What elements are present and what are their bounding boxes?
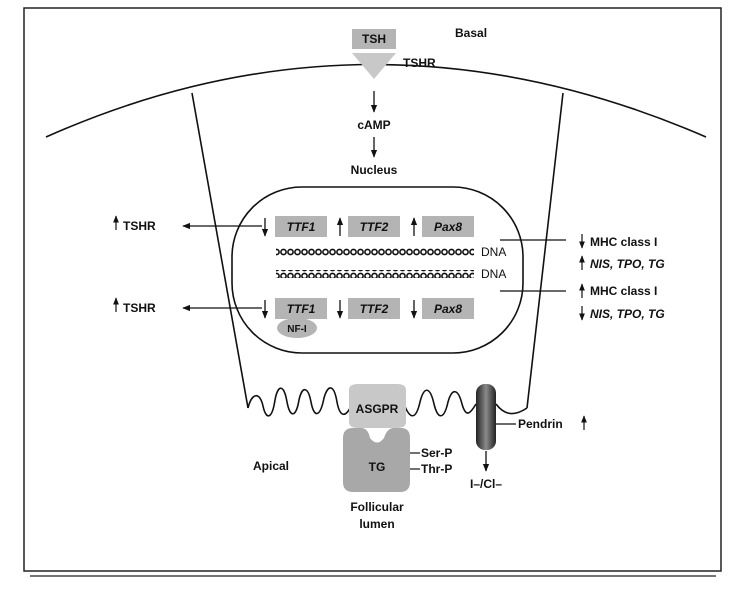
dna-strand-2 [276, 270, 474, 278]
dna-label-2: DNA [481, 267, 506, 281]
ser-p-label: Ser-P [421, 446, 452, 460]
thr-p-label: Thr-P [421, 462, 452, 476]
ion-label: I–/Cl– [470, 477, 502, 491]
ttf1-top-label: TTF1 [287, 220, 316, 234]
apical-membrane-left [248, 388, 352, 416]
tshr-upper-label: TSHR [123, 219, 156, 233]
lumen-label: lumen [359, 517, 394, 531]
tg-label: TG [369, 460, 386, 474]
dna-label-1: DNA [481, 245, 506, 259]
pax8-bottom-label: Pax8 [434, 302, 462, 316]
mhc-top-label: MHC class I [590, 235, 657, 249]
ttf2-top-label: TTF2 [360, 220, 389, 234]
tsh-label: TSH [362, 32, 386, 46]
apical-membrane-right [404, 390, 476, 416]
tshr-receptor-shape [352, 53, 396, 79]
nucleus-label: Nucleus [351, 163, 398, 177]
tshr-receptor-label: TSHR [403, 56, 436, 70]
mhc-bottom-label: MHC class I [590, 284, 657, 298]
genes-top-label: NIS, TPO, TG [590, 257, 665, 271]
apical-label: Apical [253, 459, 289, 473]
pax8-top-label: Pax8 [434, 220, 462, 234]
basal-label: Basal [455, 26, 487, 40]
apical-membrane-end [496, 404, 527, 414]
cell-wall-right [527, 93, 563, 408]
ttf1-bottom-label: TTF1 [287, 302, 316, 316]
pendrin-channel [476, 384, 496, 450]
pendrin-label: Pendrin [518, 417, 563, 431]
asgpr-label: ASGPR [356, 402, 399, 416]
genes-bottom-label: NIS, TPO, TG [590, 307, 665, 321]
camp-label: cAMP [357, 118, 390, 132]
dna-strand-1 [276, 248, 474, 256]
tshr-lower-label: TSHR [123, 301, 156, 315]
nf1-label: NF-I [287, 324, 307, 335]
cell-wall-left [192, 93, 248, 408]
ttf2-bottom-label: TTF2 [360, 302, 389, 316]
follicular-label: Follicular [350, 500, 404, 514]
